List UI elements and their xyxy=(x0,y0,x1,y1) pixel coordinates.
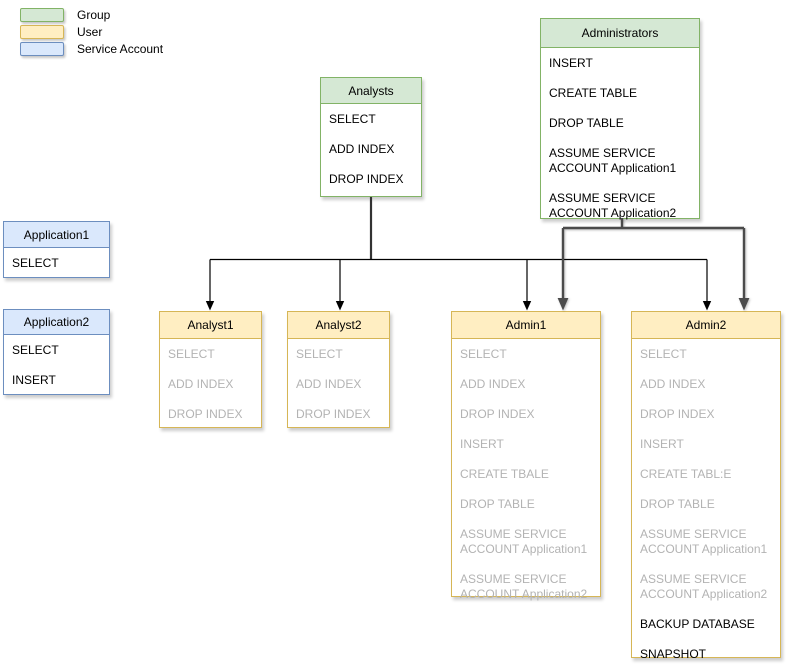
permission-item: DROP TABLE xyxy=(640,497,715,511)
permission-list: SELECT ADD INDEX DROP INDEX INSERT CREAT… xyxy=(632,339,780,662)
permission-item: INSERT xyxy=(549,56,593,70)
permission-list: SELECT ADD INDEX DROP INDEX INSERT CREAT… xyxy=(452,339,600,602)
arrowhead xyxy=(702,301,712,311)
permission-item: DROP TABLE xyxy=(549,116,624,130)
permission-item: SELECT xyxy=(460,347,507,361)
node-application2: Application2 SELECT INSERT xyxy=(3,309,110,395)
permission-list: INSERT CREATE TABLE DROP TABLE ASSUME SE… xyxy=(541,48,699,221)
legend-label: Group xyxy=(77,7,111,22)
node-title: Analysts xyxy=(321,78,421,104)
permission-item: ADD INDEX xyxy=(460,377,526,391)
legend: Group User Service Account xyxy=(20,6,163,57)
permission-item: DROP INDEX xyxy=(329,172,404,186)
permission-item: SNAPSHOT xyxy=(640,647,707,661)
legend-item-user: User xyxy=(20,23,163,40)
permission-item: INSERT xyxy=(640,437,684,451)
permission-item: DROP INDEX xyxy=(296,407,371,421)
permission-item: SELECT xyxy=(12,256,59,270)
legend-label: User xyxy=(77,24,103,39)
node-title: Admin2 xyxy=(632,312,780,339)
permission-item: SELECT xyxy=(640,347,687,361)
arrowhead xyxy=(557,298,569,311)
node-title: Administrators xyxy=(541,19,699,48)
node-analyst1: Analyst1 SELECT ADD INDEX DROP INDEX xyxy=(159,311,262,428)
permission-item: BACKUP DATABASE xyxy=(640,617,755,631)
arrowhead xyxy=(205,301,215,311)
permission-list: SELECT ADD INDEX DROP INDEX xyxy=(288,339,389,422)
permission-item: SELECT xyxy=(168,347,215,361)
node-title: Analyst1 xyxy=(160,312,261,339)
permission-item: ADD INDEX xyxy=(640,377,706,391)
permission-item: DROP TABLE xyxy=(460,497,535,511)
permission-item: CREATE TABL:E xyxy=(640,467,732,481)
permission-item: ADD INDEX xyxy=(296,377,362,391)
permission-item: DROP INDEX xyxy=(460,407,535,421)
node-analysts: Analysts SELECT ADD INDEX DROP INDEX xyxy=(320,77,422,197)
permission-list: SELECT INSERT xyxy=(4,335,109,388)
permission-item: ASSUME SERVICE ACCOUNT Application2 xyxy=(460,572,588,601)
arrowhead xyxy=(335,301,345,311)
permission-item: ASSUME SERVICE ACCOUNT Application2 xyxy=(640,572,768,601)
administrators-edges xyxy=(557,218,750,311)
permission-item: SELECT xyxy=(12,343,59,357)
permission-item: SELECT xyxy=(329,112,376,126)
legend-item-group: Group xyxy=(20,6,163,23)
node-title: Application1 xyxy=(4,222,109,248)
permission-item: CREATE TBALE xyxy=(460,467,549,481)
node-title: Analyst2 xyxy=(288,312,389,339)
permission-item: ASSUME SERVICE ACCOUNT Application1 xyxy=(549,146,677,175)
node-title: Application2 xyxy=(4,310,109,335)
node-analyst2: Analyst2 SELECT ADD INDEX DROP INDEX xyxy=(287,311,390,428)
user-color-swatch xyxy=(20,24,64,39)
permission-item: ASSUME SERVICE ACCOUNT Application2 xyxy=(549,191,677,220)
permission-item: DROP INDEX xyxy=(640,407,715,421)
legend-label: Service Account xyxy=(77,41,164,56)
permission-list: SELECT ADD INDEX DROP INDEX xyxy=(160,339,261,422)
permission-list: SELECT xyxy=(4,248,109,271)
legend-item-service-account: Service Account xyxy=(20,40,163,57)
node-admin2: Admin2 SELECT ADD INDEX DROP INDEX INSER… xyxy=(631,311,781,661)
permission-item: ADD INDEX xyxy=(168,377,234,391)
permission-item: ASSUME SERVICE ACCOUNT Application1 xyxy=(640,527,768,556)
permission-item: CREATE TABLE xyxy=(549,86,638,100)
node-admin1: Admin1 SELECT ADD INDEX DROP INDEX INSER… xyxy=(451,311,601,601)
permission-item: DROP INDEX xyxy=(168,407,243,421)
node-title: Admin1 xyxy=(452,312,600,339)
arrowhead xyxy=(738,298,750,311)
permission-item: INSERT xyxy=(12,373,56,387)
permission-list: SELECT ADD INDEX DROP INDEX xyxy=(321,104,421,187)
permission-item: ASSUME SERVICE ACCOUNT Application1 xyxy=(460,527,588,556)
service-account-color-swatch xyxy=(20,41,64,56)
permission-item: INSERT xyxy=(460,437,504,451)
node-application1: Application1 SELECT xyxy=(3,221,110,278)
group-color-swatch xyxy=(20,7,64,22)
node-administrators: Administrators INSERT CREATE TABLE DROP … xyxy=(540,18,700,221)
permission-item: ADD INDEX xyxy=(329,142,395,156)
permission-item: SELECT xyxy=(296,347,343,361)
arrowhead xyxy=(522,301,532,311)
